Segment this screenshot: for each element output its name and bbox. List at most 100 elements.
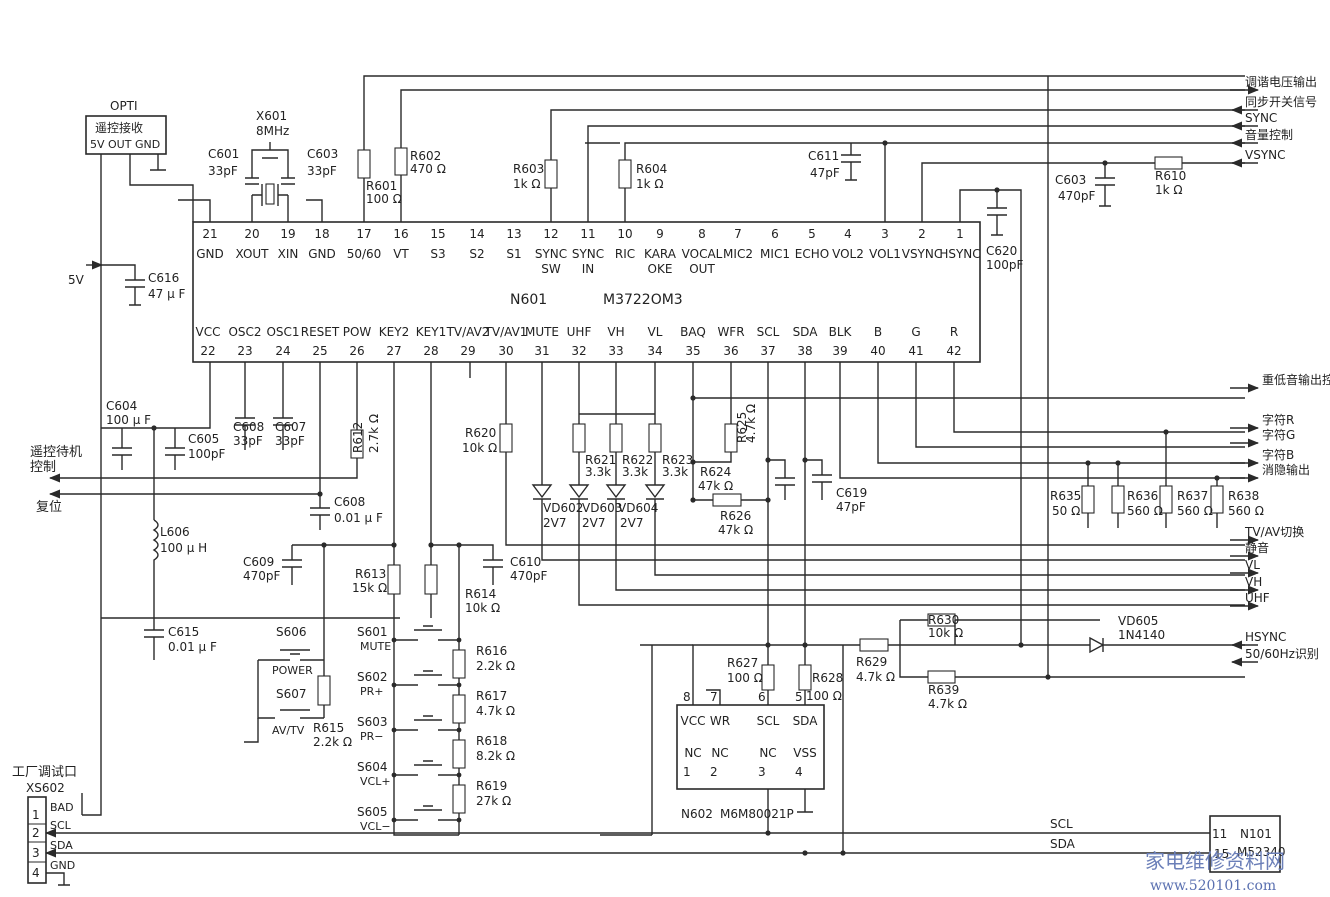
svg-text:R630: R630: [928, 613, 959, 627]
n601-pin-name: POW: [343, 325, 372, 339]
svg-text:R622: R622: [622, 453, 653, 467]
n101-ref: N101: [1240, 827, 1272, 841]
svg-text:100 Ω: 100 Ω: [727, 671, 763, 685]
n601-pin-name2: SW: [541, 262, 561, 276]
connector-pin-name: SDA: [50, 839, 73, 852]
svg-text:C604: C604: [106, 399, 137, 413]
svg-text:50 Ω: 50 Ω: [1052, 504, 1080, 518]
svg-text:4.7k Ω: 4.7k Ω: [856, 670, 895, 684]
n601-pin-num: 42: [946, 344, 961, 358]
opti-receiver: OPTI 遥控接收 5V OUT GND: [82, 99, 194, 816]
svg-text:S606: S606: [276, 625, 307, 639]
n602-part: M6M80021P: [720, 807, 794, 821]
n601-pin-num: 16: [393, 227, 408, 241]
svg-text:47pF: 47pF: [836, 500, 866, 514]
n602-pin-num: 6: [758, 690, 766, 704]
svg-text:R627: R627: [727, 656, 758, 670]
switch-name: PR−: [360, 730, 384, 743]
n601-pin-name: BLK: [829, 325, 853, 339]
n101-part: M52340: [1237, 845, 1286, 859]
n601-pin-name: ECHO: [795, 247, 829, 261]
n601-pin-name: GND: [308, 247, 336, 261]
n602-pin-name: NC: [684, 746, 701, 760]
svg-text:C620: C620: [986, 244, 1017, 258]
n601-pin-num: 32: [571, 344, 586, 358]
svg-text:560 Ω: 560 Ω: [1177, 504, 1213, 518]
n601-pin-num: 19: [280, 227, 295, 241]
signal-label: VL: [1245, 558, 1260, 572]
n601-pin-name: 50/60: [347, 247, 382, 261]
n601-pin-num: 40: [870, 344, 885, 358]
svg-text:R614: R614: [465, 587, 496, 601]
n602-pin-name: NC: [711, 746, 728, 760]
svg-text:47 μ F: 47 μ F: [148, 287, 186, 301]
n101-pin-scl: 11: [1212, 827, 1227, 841]
svg-text:C610: C610: [510, 555, 541, 569]
svg-text:1k Ω: 1k Ω: [513, 177, 541, 191]
c601-val: 33pF: [208, 164, 238, 178]
label-standby2: 控制: [30, 460, 56, 475]
signal-label: VH: [1245, 575, 1262, 589]
svg-text:R639: R639: [928, 683, 959, 697]
svg-text:4.7k Ω: 4.7k Ω: [744, 404, 758, 443]
signal-label: VSYNC: [1245, 148, 1286, 162]
signal-label: 重低音输出控制: [1262, 372, 1330, 387]
n601-pin-num: 3: [881, 227, 889, 241]
n601-pin-name: SYNC: [535, 247, 567, 261]
n601-pin-name: MUTE: [525, 325, 559, 339]
svg-text:C607: C607: [275, 420, 306, 434]
svg-text:2.7k Ω: 2.7k Ω: [367, 414, 381, 453]
svg-text:10k Ω: 10k Ω: [462, 441, 497, 455]
svg-text:R619: R619: [476, 779, 507, 793]
n601-pin-name: RESET: [301, 325, 340, 339]
switch-ref: S603: [357, 715, 388, 729]
crystal-ref: X601: [256, 109, 287, 123]
svg-text:8.2k Ω: 8.2k Ω: [476, 749, 515, 763]
n601-pin-num: 13: [506, 227, 521, 241]
switch-name: MUTE: [360, 640, 391, 653]
svg-text:33pF: 33pF: [275, 434, 305, 448]
svg-text:C608: C608: [233, 420, 264, 434]
svg-text:R603: R603: [513, 162, 544, 176]
n602-pin-name: NC: [759, 746, 776, 760]
ic-n101: 11 N101 15 M52340: [1209, 815, 1286, 873]
signal-label: 字符B: [1262, 447, 1294, 462]
signal-label: 50/60Hz识别: [1245, 647, 1319, 661]
n601-pin-num: 17: [356, 227, 371, 241]
signal-label: HSYNC: [1245, 630, 1286, 644]
svg-text:4.7k Ω: 4.7k Ω: [476, 704, 515, 718]
n601-pin-name: B: [874, 325, 882, 339]
signal-label: UHF: [1245, 591, 1270, 605]
n601-pin-name: RIC: [615, 247, 635, 261]
c603-val: 33pF: [307, 164, 337, 178]
bus-scl-label: SCL: [1050, 817, 1073, 831]
switch-name: PR+: [360, 685, 384, 698]
svg-text:3.3k: 3.3k: [622, 465, 648, 479]
svg-text:3.3k: 3.3k: [585, 465, 611, 479]
n602-pin-num: 7: [710, 690, 718, 704]
svg-text:100 μ H: 100 μ H: [160, 541, 207, 555]
svg-text:R637: R637: [1177, 489, 1208, 503]
n601-pin-num: 22: [200, 344, 215, 358]
svg-text:R625: R625: [735, 412, 749, 443]
n601-pin-num: 8: [698, 227, 706, 241]
n601-pin-name: TV/AV2: [446, 325, 490, 339]
n601-pin-name: G: [911, 325, 920, 339]
n601-pin-name: SCL: [757, 325, 780, 339]
n601-pin-name: VCC: [196, 325, 221, 339]
svg-text:47k Ω: 47k Ω: [698, 479, 733, 493]
n601-pin-num: 30: [498, 344, 513, 358]
svg-text:33pF: 33pF: [233, 434, 263, 448]
svg-text:R621: R621: [585, 453, 616, 467]
svg-text:3.3k: 3.3k: [662, 465, 688, 479]
svg-text:1k Ω: 1k Ω: [1155, 183, 1183, 197]
n601-pin-name: MIC2: [723, 247, 753, 261]
switch-name: VCL+: [360, 775, 391, 788]
n601-pin-name: VOCAL: [682, 247, 723, 261]
n602-pin-name: VSS: [793, 746, 816, 760]
n601-pin-name: HSYNC: [939, 247, 980, 261]
connector-pin-name: SCL: [50, 819, 72, 832]
svg-text:R628: R628: [812, 671, 843, 685]
